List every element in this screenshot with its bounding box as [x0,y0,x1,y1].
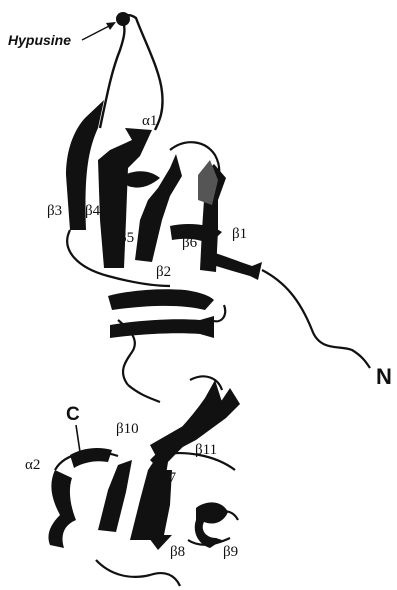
hypusine-arrow-head [106,22,116,30]
c-terminus-tick [76,425,80,452]
label-beta9: β9 [223,545,238,560]
label-beta4: β4 [85,204,100,219]
strand-mid-lower [98,460,132,532]
label-beta5: β5 [119,231,134,246]
label-beta6: β6 [182,236,197,251]
label-alpha2: α2 [25,458,40,473]
helix-alpha2 [48,470,76,548]
label-beta11: β11 [195,443,217,458]
label-hypusine: Hypusine [8,33,71,47]
label-beta2: β2 [156,265,171,280]
strand-beta1 [210,252,262,280]
label-n-terminus: N [376,366,392,388]
label-beta1: β1 [232,227,247,242]
label-alpha1: α1 [142,114,157,129]
coil-n-terminal [262,270,370,368]
strand-lower-upper [110,316,214,338]
label-beta8: β8 [170,545,185,560]
strand-c-terminal [70,448,112,468]
label-beta7: β7 [161,471,176,486]
label-beta3: β3 [47,204,62,219]
strand-beta5 [135,154,182,262]
label-c-terminus: C [66,405,80,424]
label-beta10: β10 [116,422,139,437]
strand-beta2 [108,289,214,310]
hypusine-site [116,12,130,26]
